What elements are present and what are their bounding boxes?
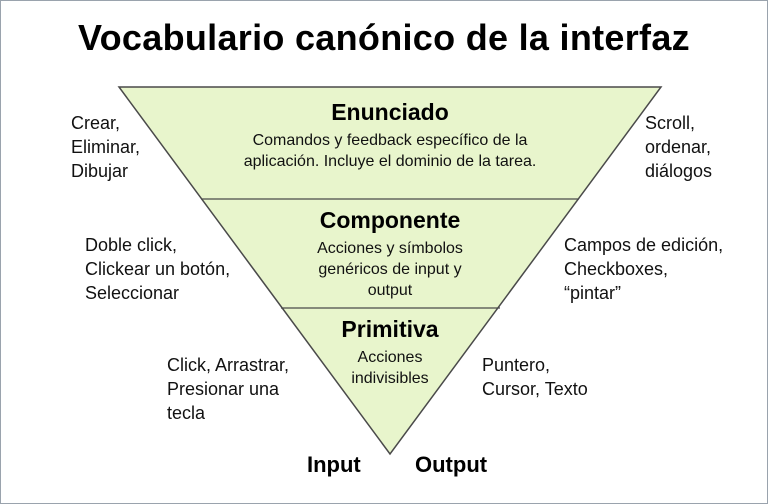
diagram-title: Vocabulario canónico de la interfaz [78,17,690,58]
label-line: tecla [167,403,206,423]
label-line: “pintar” [564,283,622,303]
label-line: Click, Arrastrar, [167,355,290,375]
level-desc-componente: Acciones y símbolos genéricos de input y… [260,238,520,301]
label-line: Checkboxes, [564,259,669,279]
level-desc-enunciado: Comandos y feedback específico de la apl… [191,130,589,172]
label-line: Cursor, Texto [482,379,588,399]
output-label-enunciado: Scroll, ordenar, diálogos [645,111,712,183]
label-line: Puntero, [482,355,551,375]
desc-line: Comandos y feedback específico de la [252,132,528,149]
label-line: Presionar una [167,379,280,399]
desc-line: genéricos de input y [318,261,462,278]
level-title-componente: Componente [319,207,461,233]
label-line: ordenar, [645,137,712,157]
label-line: Scroll, [645,113,696,133]
level-title-enunciado: Enunciado [331,99,449,125]
label-line: Dibujar [71,161,129,181]
input-label-primitiva: Click, Arrastrar, Presionar una tecla [167,353,289,425]
desc-line: aplicación. Incluye el dominio de la tar… [243,153,537,170]
desc-line: Acciones y símbolos [317,240,463,257]
label-line: diálogos [645,161,713,181]
level-desc-primitiva: Acciones indivisibles [301,347,479,389]
label-line: Eliminar, [71,137,141,157]
desc-line: output [367,282,413,299]
label-line: Doble click, [85,235,178,255]
input-label-enunciado: Crear, Eliminar, Dibujar [71,111,140,183]
label-line: Crear, [71,113,121,133]
level-title-primitiva: Primitiva [341,316,439,342]
label-line: Clickear un botón, [85,259,231,279]
output-axis-label: Output [415,452,488,477]
label-line: Campos de edición, [564,235,724,255]
desc-line: indivisibles [351,370,429,387]
input-axis-label: Input [307,452,361,477]
desc-line: Acciones [357,349,423,366]
label-line: Seleccionar [85,283,180,303]
pyramid-triangle [117,86,663,456]
input-label-componente: Doble click, Clickear un botón, Seleccio… [85,233,230,305]
output-label-primitiva: Puntero, Cursor, Texto [482,353,588,401]
output-label-componente: Campos de edición, Checkboxes, “pintar” [564,233,723,305]
